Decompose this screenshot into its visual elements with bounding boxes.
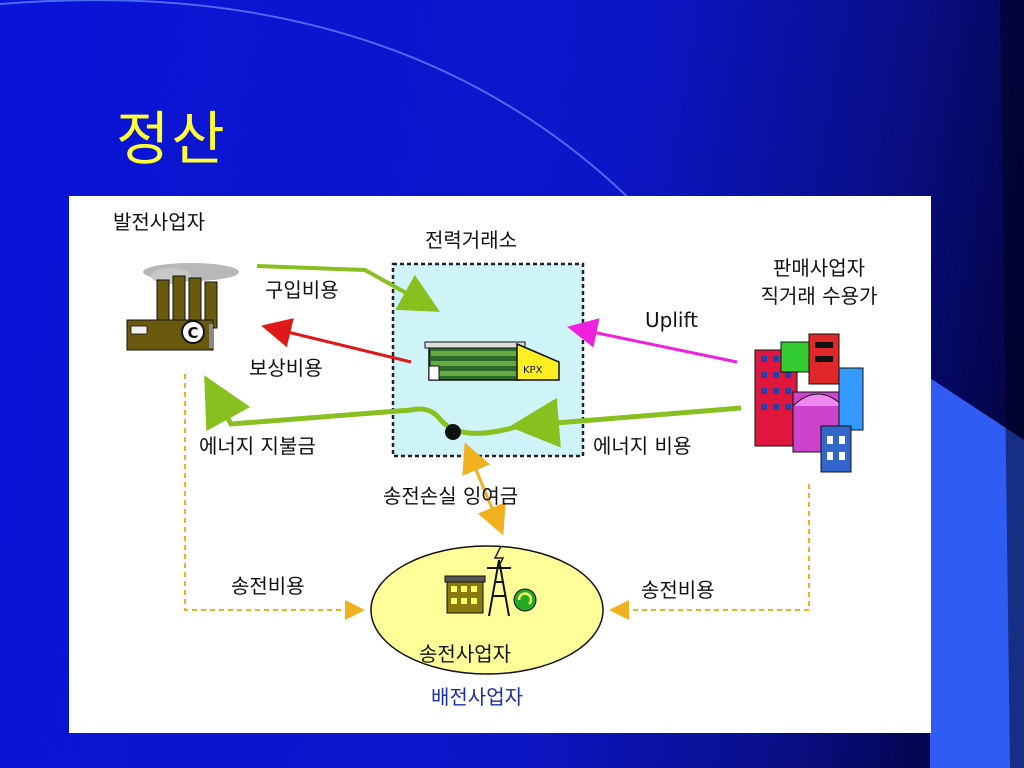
- purchase-cost-label: 구입비용: [265, 278, 339, 302]
- compensation-cost-arrow: [261, 318, 412, 364]
- distribution-label: 배전사업자: [431, 685, 523, 709]
- kpx-badge-label: KPX: [523, 365, 543, 376]
- exchange-label: 전력거래소: [425, 228, 517, 252]
- uplift-label: Uplift: [645, 308, 698, 332]
- energy-payment-arrow: [204, 375, 520, 436]
- kpx-building-icon: [424, 341, 560, 381]
- loss-junction-node: [445, 424, 461, 440]
- right-transmission-cost-label: 송전비용: [641, 578, 715, 602]
- retailer-label-line1: 판매사업자: [773, 256, 865, 280]
- slide-title: 정산: [116, 105, 227, 173]
- uplift-arrow: [567, 318, 738, 364]
- compensation-cost-label: 보상비용: [249, 356, 323, 380]
- background-dark-edge: [1000, 0, 1024, 768]
- energy-payment-label: 에너지 지불금: [199, 434, 316, 458]
- loss-surplus-arrow: [462, 442, 506, 536]
- generator-label: 발전사업자: [113, 210, 205, 234]
- background-swoosh-line: [0, 0, 661, 231]
- settlement-diagram: C: [69, 196, 931, 733]
- transmission-tower-icon: [444, 545, 537, 617]
- left-transmission-cost-line: [184, 374, 365, 620]
- svg-text:C: C: [187, 324, 198, 342]
- retailer-buildings-icon: [754, 333, 864, 473]
- power-plant-icon: C: [126, 263, 239, 351]
- purchase-cost-arrow: [256, 264, 440, 312]
- background-blue-panel: [930, 378, 1024, 768]
- diagram-graphics: C: [126, 262, 864, 675]
- energy-cost-arrow: [509, 397, 742, 448]
- left-transmission-cost-label: 송전비용: [231, 574, 305, 598]
- transmission-label: 송전사업자: [419, 642, 511, 666]
- energy-cost-label: 에너지 비용: [593, 434, 692, 458]
- right-transmission-cost-line: [609, 484, 810, 620]
- retailer-label-line2: 직거래 수용가: [760, 284, 878, 308]
- loss-surplus-label: 송전손실 잉여금: [383, 484, 519, 508]
- transmission-ellipse: [370, 545, 604, 675]
